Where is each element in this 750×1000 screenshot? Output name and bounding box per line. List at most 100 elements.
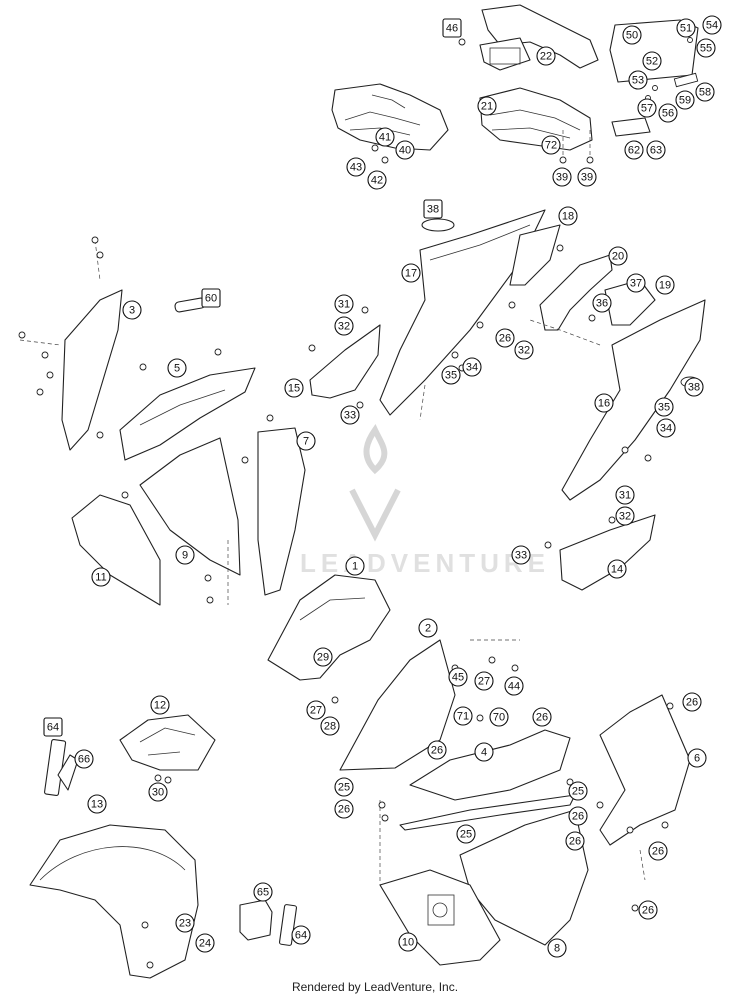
- callout-marker: [334, 777, 354, 797]
- callout-number: 34: [660, 423, 672, 435]
- part-21-tail-light[interactable]: [479, 87, 593, 151]
- callout-c31a: 31: [334, 294, 354, 314]
- part-22-tail-bracket[interactable]: [479, 4, 599, 71]
- callout-number: 55: [700, 43, 712, 55]
- part-2-side-fairing[interactable]: [339, 639, 456, 771]
- callout-number: 40: [399, 145, 411, 157]
- callout-c60: 60: [201, 288, 221, 308]
- part-13-front-fender[interactable]: [29, 824, 199, 979]
- callout-marker: [398, 932, 418, 952]
- part-7-side-fairing[interactable]: [257, 427, 306, 596]
- part-5-upper-bracket[interactable]: [119, 367, 256, 461]
- callout-number: 26: [572, 811, 584, 823]
- part-3-headlight-mask[interactable]: [61, 289, 123, 451]
- callout-marker: [474, 671, 494, 691]
- callout-number: 70: [493, 712, 505, 724]
- callout-number: 16: [598, 398, 610, 410]
- callout-number: 26: [652, 846, 664, 858]
- callout-number: 31: [619, 490, 631, 502]
- callout-number: 28: [324, 721, 336, 733]
- callout-c54: 54: [702, 15, 722, 35]
- part-4-lower-trim[interactable]: [409, 729, 571, 801]
- part-11-panel[interactable]: [71, 494, 161, 606]
- callout-number: 38: [427, 204, 439, 216]
- callout-marker: [695, 82, 715, 102]
- callout-marker: [622, 25, 642, 45]
- callout-number: 37: [630, 278, 642, 290]
- callout-marker: [511, 545, 531, 565]
- callout-marker: [648, 841, 668, 861]
- callout-c33b: 33: [511, 545, 531, 565]
- callout-c27a: 27: [474, 671, 494, 691]
- callout-marker: [655, 275, 675, 295]
- callout-c34a: 34: [462, 357, 482, 377]
- callout-marker: [253, 882, 273, 902]
- part-60-rubber-strip[interactable]: [174, 297, 206, 313]
- part-9-spoiler[interactable]: [139, 437, 241, 576]
- callout-marker: [568, 781, 588, 801]
- callout-number: 29: [317, 652, 329, 664]
- watermark-logo: LEADVENTURE: [300, 424, 545, 578]
- callout-labels: 1234567891011121314151617181920212223242…: [43, 15, 722, 958]
- callout-number: 56: [662, 108, 674, 120]
- callout-marker: [676, 18, 696, 38]
- callout-marker: [504, 676, 524, 696]
- callout-c13: 13: [87, 794, 107, 814]
- callout-marker: [148, 782, 168, 802]
- part-4-lower-strip[interactable]: [399, 794, 576, 831]
- callout-c55: 55: [696, 38, 716, 58]
- callout-c57: 57: [637, 98, 657, 118]
- callout-c62: 62: [624, 140, 644, 160]
- callout-marker: [418, 618, 438, 638]
- part-12-fender-bracket[interactable]: [119, 714, 216, 771]
- callout-marker: [642, 51, 662, 71]
- part-17-side-panel[interactable]: [379, 209, 546, 416]
- part-20-frame-bracket[interactable]: [539, 254, 613, 331]
- callout-number: 32: [619, 511, 631, 523]
- part-16-side-panel-right[interactable]: [561, 299, 706, 501]
- callout-number: 42: [371, 175, 383, 187]
- callout-c1: 1: [345, 556, 365, 576]
- callout-c35a: 35: [441, 365, 461, 385]
- part-tail-light-left[interactable]: [331, 83, 449, 151]
- callout-marker: [474, 742, 494, 762]
- callout-marker: [340, 405, 360, 425]
- callout-number: 62: [628, 145, 640, 157]
- callout-marker: [547, 938, 567, 958]
- callout-number: 38: [688, 382, 700, 394]
- callout-marker: [658, 103, 678, 123]
- callout-c26h: 26: [638, 900, 658, 920]
- callout-c18: 18: [558, 206, 578, 226]
- callout-number: 14: [611, 564, 623, 576]
- callout-c65: 65: [253, 882, 273, 902]
- callout-number: 43: [350, 162, 362, 174]
- part-6-belly-pan-right[interactable]: [599, 694, 691, 846]
- callout-c32c: 32: [615, 506, 635, 526]
- callout-number: 26: [569, 836, 581, 848]
- callout-c39b: 39: [577, 167, 597, 187]
- callout-marker: [489, 707, 509, 727]
- callout-number: 6: [694, 753, 700, 765]
- callout-c46: 46: [442, 18, 462, 38]
- callout-number: 44: [508, 681, 520, 693]
- callout-number: 18: [562, 211, 574, 223]
- callout-marker: [558, 206, 578, 226]
- callout-c37: 37: [626, 273, 646, 293]
- callout-c24: 24: [195, 933, 215, 953]
- part-65-bracket[interactable]: [239, 899, 273, 941]
- callout-c7: 7: [296, 431, 316, 451]
- part-38-pad-top[interactable]: [421, 218, 455, 232]
- callout-marker: [646, 140, 666, 160]
- callout-c9: 9: [175, 545, 195, 565]
- part-14-side-cover[interactable]: [559, 514, 656, 591]
- callout-c5: 5: [167, 358, 187, 378]
- part-62-reflector[interactable]: [611, 117, 651, 137]
- part-15-side-cover[interactable]: [309, 324, 381, 399]
- callout-number: 15: [288, 383, 300, 395]
- callout-number: 25: [572, 786, 584, 798]
- part-1-windshield[interactable]: [267, 574, 391, 681]
- part-18-bracket[interactable]: [509, 224, 561, 286]
- callout-c22: 22: [536, 46, 556, 66]
- callout-marker: [477, 96, 497, 116]
- callout-marker: [552, 167, 572, 187]
